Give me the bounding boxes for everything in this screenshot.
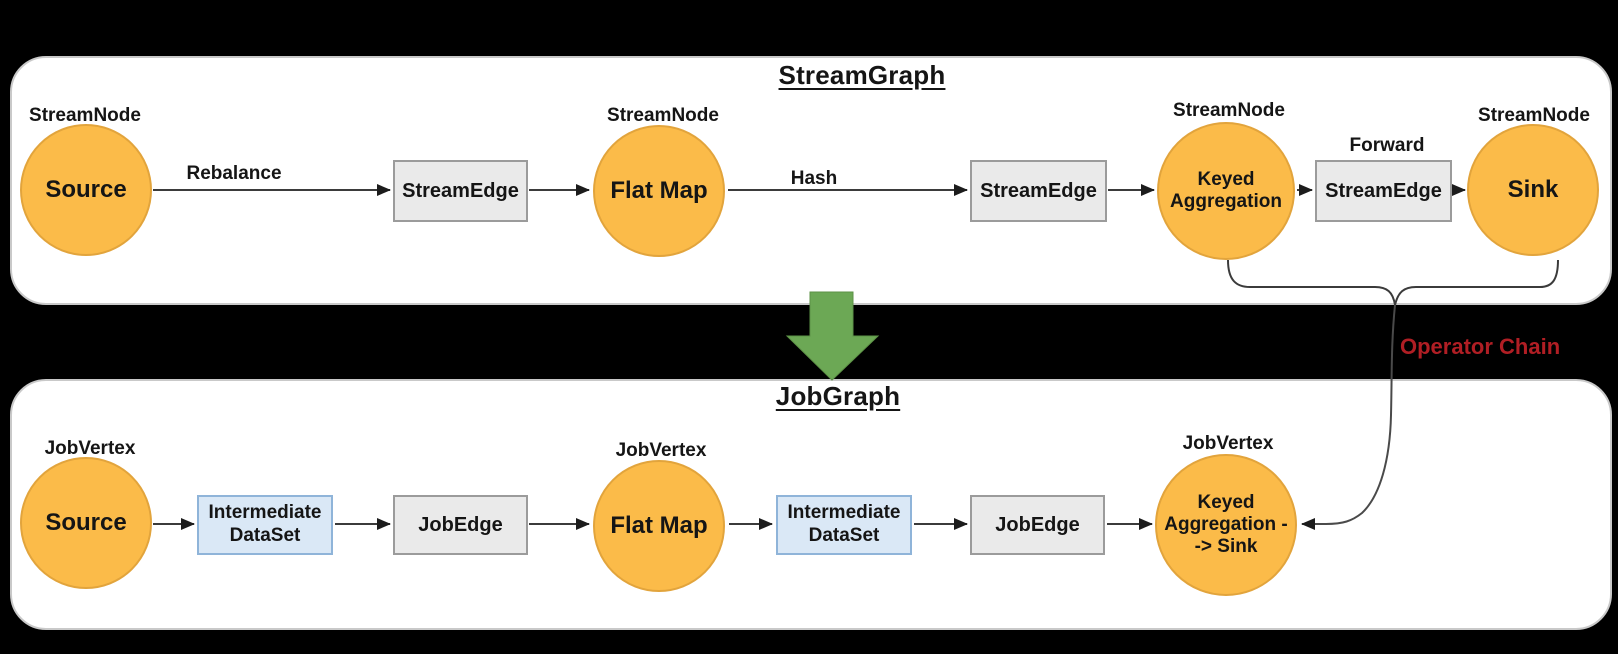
stream-node-flat-map: Flat Map [593, 125, 725, 257]
stream-graph-title: StreamGraph [778, 60, 946, 90]
graph-transform-down-arrow-icon [785, 291, 880, 381]
stream-node-keyed-aggregation: Keyed Aggregation [1157, 122, 1295, 260]
stream-edge-box: StreamEdge [970, 160, 1107, 222]
stream-node-type-label: StreamNode [1173, 100, 1285, 121]
stream-node-sink: Sink [1467, 124, 1599, 256]
stream-node-type-label: StreamNode [607, 105, 719, 126]
operator-chain-label: Operator Chain [1400, 334, 1561, 359]
job-vertex-flat-map: Flat Map [593, 460, 725, 592]
job-edge-box: JobEdge [393, 495, 528, 555]
job-vertex-type-label: JobVertex [615, 440, 707, 461]
stream-edge-partition-label: Hash [790, 168, 838, 189]
stream-node-type-label: StreamNode [29, 105, 141, 126]
job-vertex-source: Source [20, 457, 152, 589]
job-vertex-keyed-aggregation-sink: Keyed Aggregation --> Sink [1155, 454, 1297, 596]
stream-edge-partition-label: Rebalance [186, 163, 282, 184]
job-vertex-type-label: JobVertex [1182, 433, 1274, 454]
job-graph-title: JobGraph [775, 381, 901, 411]
stream-edge-box: StreamEdge [1315, 160, 1452, 222]
intermediate-dataset-box: Intermediate DataSet [776, 495, 912, 555]
stream-edge-partition-label: Forward [1349, 135, 1425, 156]
stream-node-type-label: StreamNode [1478, 105, 1590, 126]
job-vertex-type-label: JobVertex [44, 438, 136, 459]
stream-node-source: Source [20, 124, 152, 256]
job-edge-box: JobEdge [970, 495, 1105, 555]
stream-edge-box: StreamEdge [393, 160, 528, 222]
intermediate-dataset-box: Intermediate DataSet [197, 495, 333, 555]
